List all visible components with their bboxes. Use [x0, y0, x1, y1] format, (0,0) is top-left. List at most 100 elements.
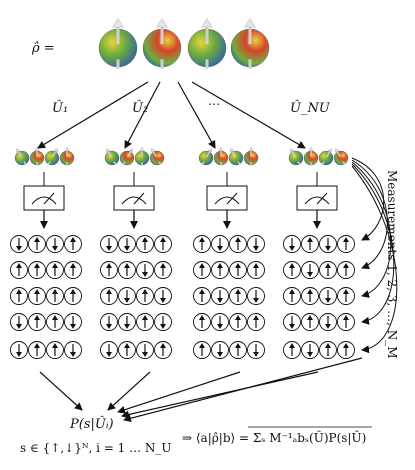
branch-arrow-3 [177, 81, 216, 149]
spin-outcome-down-icon [136, 261, 154, 279]
spin-outcome-up-icon [193, 313, 211, 331]
spin-arrow-icon [47, 148, 58, 166]
spin-outcome-down-icon [301, 261, 319, 279]
spin-outcome-down-icon [64, 313, 82, 331]
rotated-group-4 [288, 146, 349, 166]
branch-arrow-4 [191, 81, 306, 149]
spin-outcome-up-icon [136, 313, 154, 331]
unitary-label-nu: Û_NU [290, 99, 331, 116]
rotated-sphere-2 [213, 146, 229, 166]
measurement-arrow-5 [351, 165, 398, 354]
measurements-label: Measurements 1, 2, 3, …, N_M [385, 170, 399, 358]
measurement-arrow-3 [351, 161, 392, 298]
unitary-label-dots: ⋯ [208, 97, 220, 111]
state-sphere-2 [142, 18, 182, 69]
spin-outcome-up-icon [283, 287, 301, 305]
spin-outcome-up-icon [337, 235, 355, 253]
sphere-body [44, 150, 60, 166]
outcome-set-label: s ∈ {↑,↓}ᴺ, i = 1 … N_U [20, 441, 172, 455]
density-matrix-spheres [98, 18, 270, 69]
spin-outcome-down-icon [64, 341, 82, 359]
spin-outcome-up-icon [64, 261, 82, 279]
converge-arrow-5 [123, 357, 363, 423]
spin-arrow-icon [201, 148, 212, 166]
rotated-sphere-1 [104, 148, 120, 166]
spin-outcome-down-icon [319, 287, 337, 305]
spin-outcome-up-icon [229, 341, 247, 359]
measurement-arrow-2 [351, 159, 388, 270]
spin-outcome-up-icon [154, 235, 172, 253]
spin-outcome-up-icon [10, 261, 28, 279]
rotated-group-2 [104, 146, 165, 166]
spin-outcome-up-icon [64, 287, 82, 305]
spin-outcome-up-icon [301, 313, 319, 331]
spin-outcome-up-icon [337, 313, 355, 331]
meter-box [23, 185, 65, 211]
spin-outcome-up-icon [28, 235, 46, 253]
unitary-label-1: Û₁ [52, 99, 68, 116]
spin-outcome-down-icon [283, 235, 301, 253]
meter-3 [206, 172, 248, 229]
spin-outcome-up-icon [46, 261, 64, 279]
spin-outcome-down-icon [118, 287, 136, 305]
rotated-sphere-4 [149, 148, 165, 166]
converge-arrow-2 [107, 371, 151, 411]
spin-outcome-down-icon [100, 341, 118, 359]
spin-outcome-down-icon [247, 235, 265, 253]
spin-arrow-icon [321, 148, 332, 166]
rotated-sphere-2 [29, 146, 45, 166]
spin-outcome-up-icon [301, 287, 319, 305]
spin-arrow-icon [244, 18, 256, 69]
outcome-grids [10, 235, 355, 359]
spin-arrow-icon [112, 18, 124, 69]
spin-outcome-up-icon [118, 341, 136, 359]
spin-arrow-icon [64, 146, 70, 166]
spin-arrow-icon [308, 146, 314, 166]
sphere-body [119, 150, 135, 166]
spin-outcome-up-icon [28, 261, 46, 279]
branch-arrow-2 [124, 81, 161, 149]
rotated-sphere-4 [333, 148, 349, 166]
spin-arrow-icon [218, 146, 224, 166]
unitary-label-2: Û₂ [132, 99, 148, 116]
rotated-sphere-1 [288, 148, 304, 166]
rho-label: ρ̂ = [31, 41, 55, 56]
spin-arrow-icon [139, 146, 145, 166]
spin-outcome-down-icon [319, 235, 337, 253]
spin-outcome-up-icon [229, 261, 247, 279]
spin-outcome-down-icon [118, 313, 136, 331]
spin-outcome-up-icon [193, 261, 211, 279]
spin-outcome-up-icon [283, 261, 301, 279]
meter-box [296, 185, 338, 211]
spin-outcome-down-icon [211, 287, 229, 305]
spin-outcome-up-icon [64, 235, 82, 253]
probability-label: P(s|Ûᵢ) [69, 415, 114, 432]
meter-box [113, 185, 155, 211]
rotated-group-1 [14, 146, 75, 166]
spin-outcome-down-icon [154, 313, 172, 331]
spin-outcome-up-icon [136, 235, 154, 253]
spin-arrow-icon [106, 148, 117, 166]
spin-outcome-up-icon [46, 287, 64, 305]
spin-arrow-icon [16, 148, 27, 166]
state-sphere-4 [230, 18, 270, 69]
branch-arrow-1 [37, 81, 149, 149]
rotated-sphere-1 [198, 148, 214, 166]
spin-outcome-up-icon [229, 313, 247, 331]
spin-outcome-up-icon [301, 235, 319, 253]
spin-outcome-up-icon [319, 341, 337, 359]
spin-outcome-up-icon [247, 261, 265, 279]
convergence-arrows [39, 357, 363, 423]
spin-outcome-down-icon [319, 313, 337, 331]
spin-outcome-down-icon [10, 341, 28, 359]
meter-1 [23, 172, 65, 229]
spin-outcome-up-icon [319, 261, 337, 279]
meter-4 [296, 172, 338, 229]
meter-box [206, 185, 248, 211]
rotated-sphere-3 [318, 148, 334, 166]
meter-dial-icon [31, 196, 57, 205]
sphere-body [198, 150, 214, 166]
spin-outcome-down-icon [211, 341, 229, 359]
estimator-formula: ⇒ ⟨a|ρ̂|b⟩ = Σₛ M⁻¹ₐbₛ(Û)P(s|Û) [182, 429, 366, 445]
